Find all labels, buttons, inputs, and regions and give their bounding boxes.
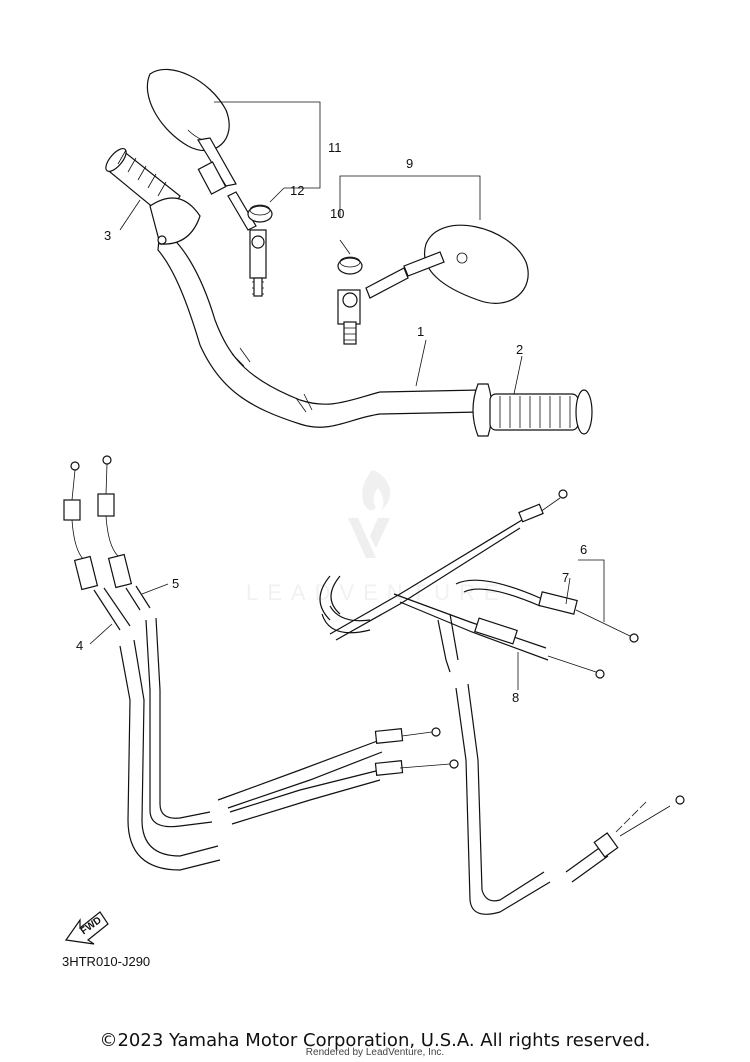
callout-12: 12 [290,183,304,198]
choke-cable [437,579,685,915]
right-grip [472,383,593,437]
left-grip [105,148,201,245]
parts-diagram: LEADVENTURE [62,68,685,969]
rendered-by-note: Rendered by LeadVenture, Inc. [305,1047,445,1058]
leader-lines [89,101,605,690]
copyright-footer: ©2023 Yamaha Motor Corporation, U.S.A. A… [99,1030,651,1051]
throttle-cable-2 [97,455,213,828]
callout-1: 1 [417,324,424,339]
callout-11: 11 [328,140,342,155]
clutch-cable [319,489,568,641]
left-mirror [146,68,267,297]
callout-2: 2 [516,342,523,357]
watermark-logo: LEADVENTURE [246,470,508,605]
right-mirror-cap [337,256,363,275]
callout-5: 5 [172,576,179,591]
fwd-arrow-icon: FWD [64,911,109,945]
callout-labels: 1 2 3 4 5 6 7 8 9 10 11 12 [76,140,587,705]
throttle-cable-1 [63,461,221,871]
callout-10: 10 [330,206,344,221]
diagram-code: 3HTR010-J290 [62,954,150,969]
watermark-text: LEADVENTURE [246,580,508,605]
left-mirror-cap [247,204,273,223]
right-mirror [337,224,529,345]
callout-6: 6 [580,542,587,557]
clutch-cable-lower [393,593,605,679]
callout-8: 8 [512,690,519,705]
callout-9: 9 [406,156,413,171]
throttle-cable-ends [217,727,459,825]
callout-7: 7 [562,570,569,585]
callout-3: 3 [104,228,111,243]
callout-4: 4 [76,638,83,653]
